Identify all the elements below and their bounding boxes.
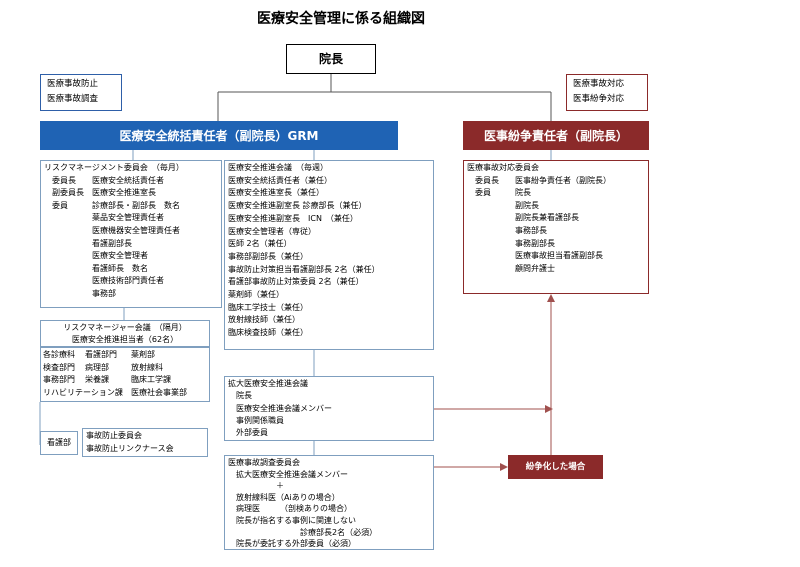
risk-committee-line: 看護師長 数名 xyxy=(44,263,148,273)
department-item: 検査部門 xyxy=(43,362,75,372)
safety-meeting-line: 医療安全管理者（専従） xyxy=(228,226,316,236)
department-item: 放射線科 xyxy=(131,362,163,372)
dispute-committee-line: 副院長 xyxy=(467,200,539,210)
right-note-box: 医療事故対応 医事紛争対応 xyxy=(566,74,648,111)
safety-meeting-line: 臨床検査技師（兼任） xyxy=(228,328,308,338)
department-item: 医療社会事業部 xyxy=(131,387,187,397)
safety-meeting-line: 医療安全推進会議 （毎週） xyxy=(228,163,328,172)
left-note-box: 医療事故防止 医療事故調査 xyxy=(40,74,122,111)
risk-committee-box: リスクマネージメント委員会 （毎月） 委員長 医療安全統括責任者 副委員長 医療… xyxy=(40,160,222,308)
risk-manager-meeting-line: 医療安全推進担当者（62名） xyxy=(71,335,179,344)
risk-committee-line: 事務部 xyxy=(44,288,116,298)
expanded-meeting-line: 外部委員 xyxy=(228,428,268,438)
risk-committee-line: 医療機器安全管理責任者 xyxy=(44,225,180,235)
page-title: 医療安全管理に係る組織図 xyxy=(257,11,425,27)
investigation-box: 医療事故調査委員会 拡大医療安全推進会議メンバー ＋ 放射線科医（Aiありの場合… xyxy=(224,455,434,550)
nursing-label-box: 看護部 xyxy=(40,431,78,455)
risk-committee-line: 医療技術部門責任者 xyxy=(44,276,164,286)
department-item: 事務部門 xyxy=(43,375,75,384)
safety-meeting-box: 医療安全推進会議 （毎週） 医療安全統括責任者（兼任） 医療安全推進室長（兼任）… xyxy=(224,160,434,350)
department-item: 病理部 xyxy=(85,362,109,372)
risk-committee-line: 医療安全管理者 xyxy=(44,251,148,261)
dispute-committee-line: 事務副部長 xyxy=(467,238,555,248)
safety-meeting-line: 事務部副部長（兼任） xyxy=(228,251,308,261)
investigation-line: 放射線科医（Aiありの場合） xyxy=(228,492,340,502)
nursing-items-box: 事故防止委員会 事故防止リンクナース会 xyxy=(82,428,208,457)
dispute-committee-line: 医療事故担当看護副部長 xyxy=(467,251,603,261)
right-note-line: 医事紛争対応 xyxy=(573,94,625,104)
safety-meeting-line: 臨床工学技士（兼任） xyxy=(228,302,308,312)
department-item: 看護部門 xyxy=(85,350,117,359)
dispute-committee-line: 委員長 医事紛争責任者（副院長） xyxy=(467,175,611,185)
safety-meeting-line: 医療安全推進副室長 ICN （兼任） xyxy=(228,213,358,223)
expanded-meeting-line: 医療安全推進会議メンバー xyxy=(228,403,332,413)
dispute-committee-line: 医療事故対応委員会 xyxy=(467,163,539,172)
departments-grid: 各診療科 看護部門 薬剤部 検査部門 病理部 放射線科 事務部門 栄養課 臨床工… xyxy=(43,349,207,399)
dispute-label: 紛争化した場合 xyxy=(508,455,603,479)
right-note-line: 医療事故対応 xyxy=(573,79,625,89)
nursing-item: 事故防止リンクナース会 xyxy=(86,443,174,453)
nursing-item: 事故防止委員会 xyxy=(86,431,142,440)
expanded-meeting-line: 拡大医療安全推進会議 xyxy=(228,379,308,388)
departments-box: 各診療科 看護部門 薬剤部 検査部門 病理部 放射線科 事務部門 栄養課 臨床工… xyxy=(40,347,210,402)
expanded-meeting-box: 拡大医療安全推進会議 院長 医療安全推進会議メンバー 事例関係職員 外部委員 xyxy=(224,376,434,441)
dispute-committee-line: 顧問弁護士 xyxy=(467,263,555,273)
safety-meeting-line: 事故防止対策担当看護副部長 2名（兼任） xyxy=(228,264,380,274)
department-item: リハビリテーション課 xyxy=(43,387,123,397)
investigation-line: 拡大医療安全推進会議メンバー xyxy=(228,469,348,479)
grm-bar: 医療安全統括責任者（副院長）GRM xyxy=(40,121,398,150)
safety-meeting-line: 医療安全推進室長（兼任） xyxy=(228,188,324,198)
safety-meeting-line: 看護部事故防止対策委員 2名（兼任） xyxy=(228,277,364,287)
dispute-committee-box: 医療事故対応委員会 委員長 医事紛争責任者（副院長） 委員 院長 副院長 副院長… xyxy=(463,160,649,294)
left-note-line: 医療事故調査 xyxy=(47,94,99,104)
left-note-line: 医療事故防止 xyxy=(47,79,99,89)
dispute-committee-line: 事務部長 xyxy=(467,225,547,235)
expanded-meeting-line: 事例関係職員 xyxy=(228,415,284,425)
investigation-line: 院長が委託する外部委員（必須） xyxy=(228,539,356,549)
safety-meeting-line: 医療安全統括責任者（兼任） xyxy=(228,175,332,185)
risk-manager-meeting-line: リスクマネージャー会議 （隔月） xyxy=(63,323,187,332)
director-box: 院長 xyxy=(286,44,376,74)
investigation-line: 病理医 （剖検ありの場合） xyxy=(228,504,352,514)
risk-committee-line: 委員長 医療安全統括責任者 xyxy=(44,175,164,185)
safety-meeting-line: 医師 2名（兼任） xyxy=(228,239,292,249)
investigation-line: 院長が指名する事例に関連しない xyxy=(228,515,356,525)
risk-committee-line: 看護副部長 xyxy=(44,238,132,248)
department-item: 薬剤部 xyxy=(131,350,155,359)
dispute-bar: 医事紛争責任者（副院長） xyxy=(463,121,649,150)
department-item: 臨床工学課 xyxy=(131,375,171,384)
investigation-line: ＋ xyxy=(228,481,284,491)
investigation-line: 医療事故調査委員会 xyxy=(228,458,300,467)
risk-committee-line: 委員 診療部長・副部長 数名 xyxy=(44,200,180,210)
dispute-committee-line: 副院長兼看護部長 xyxy=(467,213,579,223)
safety-meeting-line: 薬剤師（兼任） xyxy=(228,290,284,300)
risk-committee-line: リスクマネージメント委員会 （毎月） xyxy=(44,163,184,172)
risk-committee-line: 副委員長 医療安全推進室長 xyxy=(44,188,156,198)
risk-committee-line: 薬品安全管理責任者 xyxy=(44,213,164,223)
department-item: 栄養課 xyxy=(85,375,109,384)
safety-meeting-line: 放射線技師（兼任） xyxy=(228,315,300,325)
department-item: 各診療科 xyxy=(43,350,75,359)
expanded-meeting-line: 院長 xyxy=(228,391,252,401)
risk-manager-meeting-box: リスクマネージャー会議 （隔月） 医療安全推進担当者（62名） xyxy=(40,320,210,347)
safety-meeting-line: 医療安全推進副室長 診療部長（兼任） xyxy=(228,201,367,211)
dispute-committee-line: 委員 院長 xyxy=(467,188,531,198)
investigation-line: 診療部長2名（必須） xyxy=(228,527,378,537)
